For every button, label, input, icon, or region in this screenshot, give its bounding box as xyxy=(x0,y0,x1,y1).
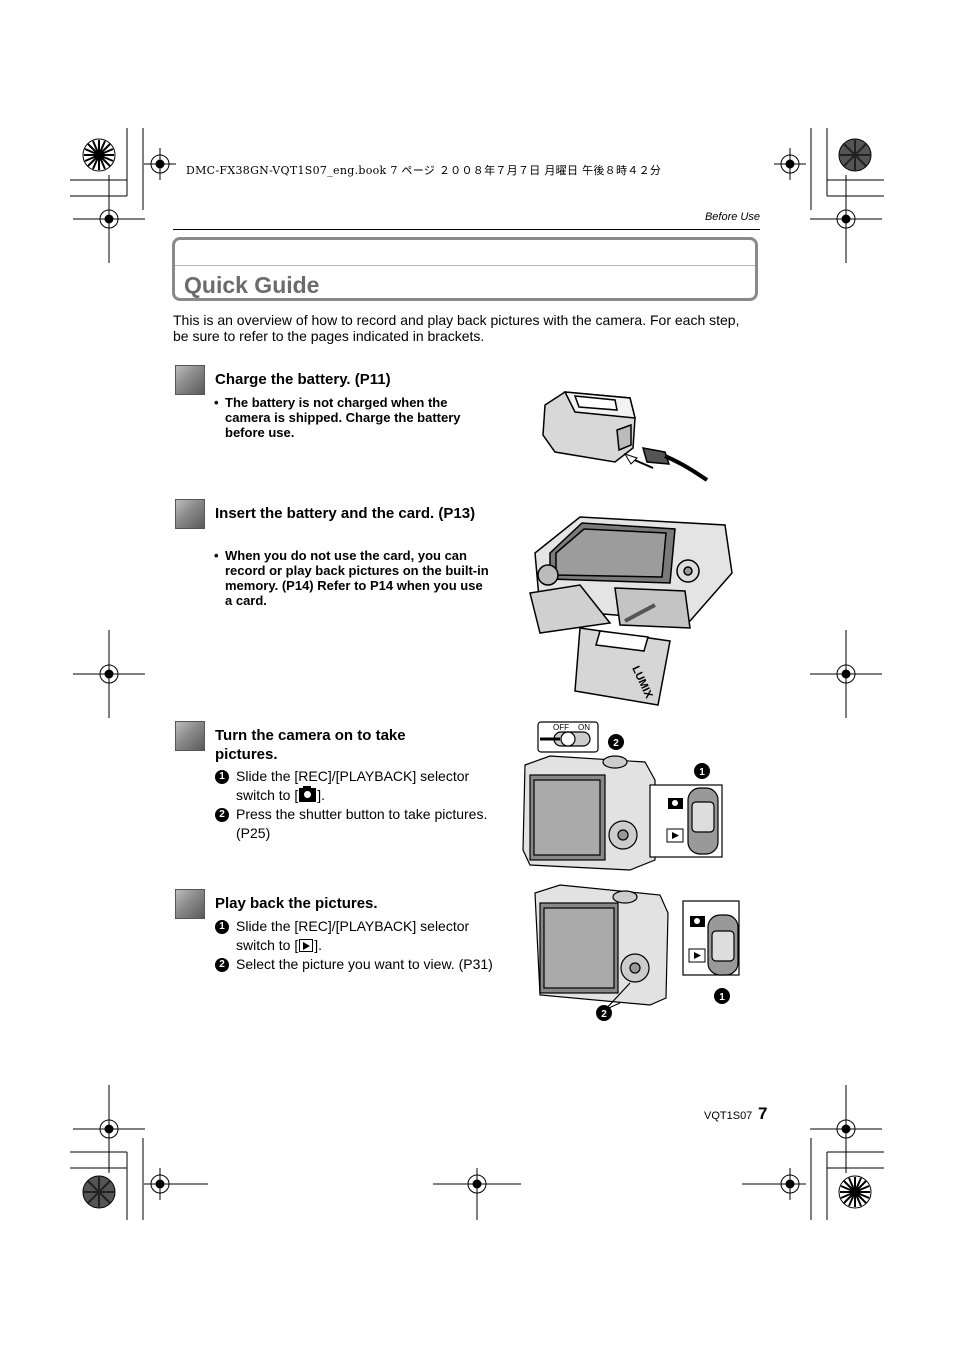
step-3-marker xyxy=(175,721,205,751)
footer-code: VQT1S07 xyxy=(704,1110,753,1122)
step-4-marker xyxy=(175,889,205,919)
camera-icon xyxy=(668,798,683,809)
header-rule xyxy=(173,229,760,230)
playback-icon xyxy=(299,939,314,952)
step-1-note-text: The battery is not charged when the came… xyxy=(225,395,461,440)
camera-icon xyxy=(690,916,705,927)
page-title: Quick Guide xyxy=(184,272,320,298)
intro-text: This is an overview of how to record and… xyxy=(173,312,740,344)
section-label: Before Use xyxy=(704,211,760,223)
step-4-item-2-text: Select the picture you want to view. (P3… xyxy=(236,956,493,972)
step-4-title: Play back the pictures. xyxy=(215,895,378,912)
switch-off-label: OFF xyxy=(553,723,569,732)
number-1-badge: 1 xyxy=(215,770,229,784)
svg-text:2: 2 xyxy=(601,1009,607,1020)
battery-card-illustration: LUMIX xyxy=(529,516,733,706)
number-2-badge: 2 xyxy=(215,808,229,822)
battery-charger-illustration xyxy=(542,391,709,482)
svg-text:1: 1 xyxy=(699,767,705,778)
step-2-title: Insert the battery and the card. (P13) xyxy=(215,505,476,522)
step-4-item-1-text-end: ]. xyxy=(314,937,323,953)
step-3-item-1-text-end: ]. xyxy=(317,787,326,803)
step-3-item-2-text: Press the shutter button to take picture… xyxy=(236,806,488,841)
switch-on-label: ON xyxy=(578,723,590,732)
step-2-note-text: When you do not use the card, you can re… xyxy=(225,548,489,608)
camera-playback-illustration: 1 2 xyxy=(534,884,740,1021)
callout-2-badge: 2 xyxy=(608,734,624,750)
camera-power-illustration: OFF ON 2 1 xyxy=(522,721,723,871)
step-2-marker xyxy=(175,499,205,529)
number-1-badge: 1 xyxy=(215,920,229,934)
step-1-title: Charge the battery. (P11) xyxy=(215,371,391,388)
step-3-title: Turn the camera on to take pictures. xyxy=(215,727,406,763)
step-2-note: • When you do not use the card, you can … xyxy=(214,548,493,608)
step-3-item-2: 2 Press the shutter button to take pictu… xyxy=(215,805,496,843)
page-number: 7 xyxy=(758,1104,768,1123)
number-2-badge: 2 xyxy=(215,958,229,972)
svg-text:2: 2 xyxy=(613,738,619,749)
callout-1-badge: 1 xyxy=(714,988,730,1004)
print-header: DMC-FX38GN-VQT1S07_eng.book 7 ページ ２００８年７… xyxy=(186,164,662,177)
step-1-note: • The battery is not charged when the ca… xyxy=(214,395,490,440)
camera-icon xyxy=(299,786,317,802)
step-4-item-1: 1 Slide the [REC]/[PLAYBACK] selector sw… xyxy=(215,917,496,955)
step-3-item-1: 1 Slide the [REC]/[PLAYBACK] selector sw… xyxy=(215,767,496,805)
step-1-marker xyxy=(175,365,205,395)
step-4-item-1-text: Slide the [REC]/[PLAYBACK] selector swit… xyxy=(236,918,470,953)
title-box-divider xyxy=(175,265,755,266)
svg-text:1: 1 xyxy=(719,992,725,1003)
title-box: Quick Guide xyxy=(172,237,758,301)
playback-icon xyxy=(666,828,684,843)
step-3-item-1-text: Slide the [REC]/[PLAYBACK] selector swit… xyxy=(236,768,470,803)
callout-2-badge: 2 xyxy=(596,1005,612,1021)
step-4-item-2: 2 Select the picture you want to view. (… xyxy=(215,955,496,974)
bullet: • xyxy=(214,548,219,563)
playback-icon xyxy=(688,948,706,963)
bullet: • xyxy=(214,395,219,410)
callout-1-badge: 1 xyxy=(694,763,710,779)
